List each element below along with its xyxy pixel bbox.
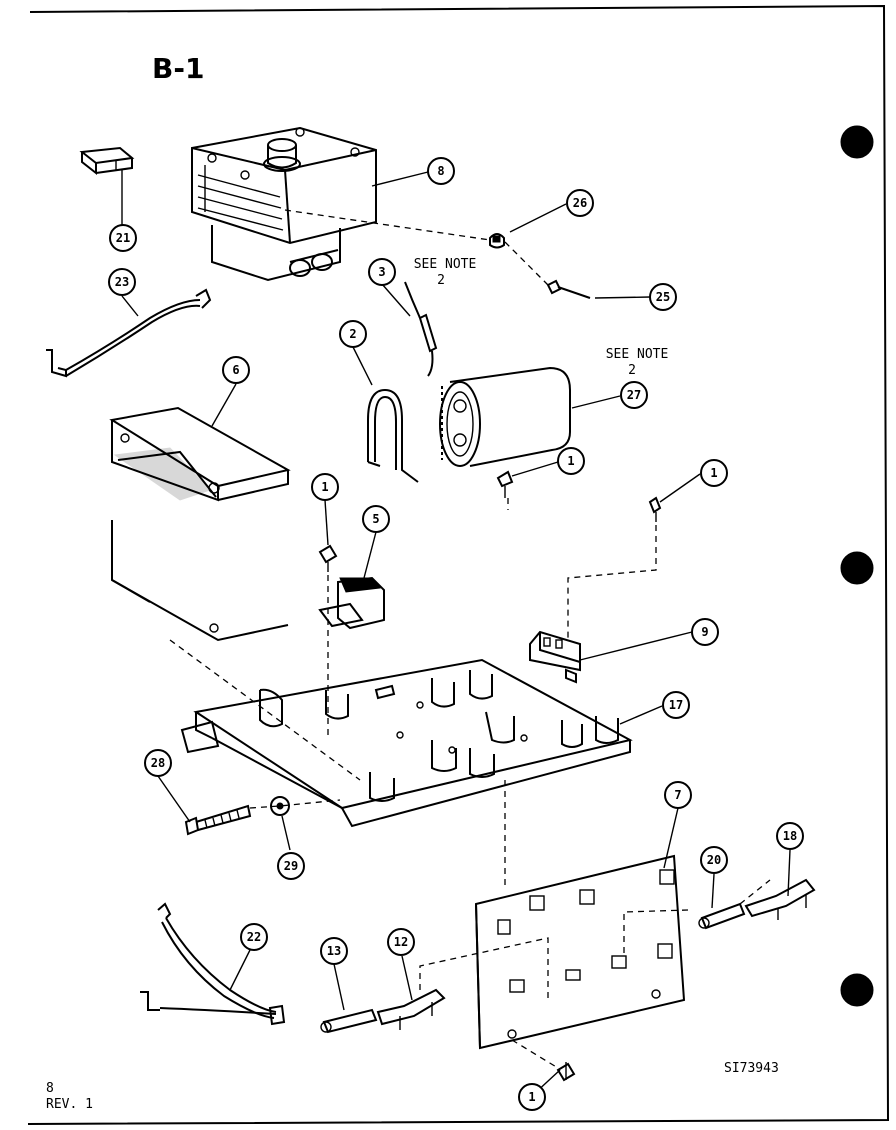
part-base-plate <box>180 658 633 828</box>
svg-text:2: 2 <box>349 327 356 341</box>
svg-text:26: 26 <box>573 196 587 210</box>
part-fuse-20 <box>698 902 746 930</box>
part-screw-1d <box>556 1062 576 1082</box>
callout-1: 1 <box>311 473 339 501</box>
callout-8: 8 <box>427 157 455 185</box>
callout-1: 1 <box>557 447 585 475</box>
svg-text:13: 13 <box>327 944 341 958</box>
part-screw-28 <box>184 804 252 836</box>
svg-text:9: 9 <box>701 625 708 639</box>
page-number: 8 <box>46 1081 54 1096</box>
callout-22: 22 <box>240 923 268 951</box>
page-edge <box>27 4 890 1125</box>
see-note-number: 2 <box>437 273 445 288</box>
part-cover-shield <box>109 406 291 642</box>
part-control-board <box>474 854 686 1050</box>
svg-text:6: 6 <box>232 363 239 377</box>
part-capacitor <box>439 366 571 467</box>
svg-text:18: 18 <box>783 829 797 843</box>
svg-text:1: 1 <box>567 454 574 468</box>
see-note-label: SEE NOTE <box>606 347 669 362</box>
part-harness-23 <box>46 288 212 378</box>
svg-text:17: 17 <box>669 698 683 712</box>
callout-21: 21 <box>109 224 137 252</box>
see-note-number: 2 <box>628 363 636 378</box>
part-fuse-holder-12 <box>376 988 446 1030</box>
svg-text:1: 1 <box>528 1090 535 1104</box>
svg-text:23: 23 <box>115 275 129 289</box>
svg-text:3: 3 <box>378 265 385 279</box>
callout-9: 9 <box>691 618 719 646</box>
svg-text:22: 22 <box>247 930 261 944</box>
part-clamp <box>367 388 419 483</box>
callout-27: 27 <box>620 381 648 409</box>
part-switch <box>529 630 581 684</box>
part-terminal-cover <box>79 146 135 176</box>
callout-1: 1 <box>700 459 728 487</box>
callout-23: 23 <box>108 268 136 296</box>
revision-label: REV. 1 <box>46 1097 93 1112</box>
callout-25: 25 <box>649 283 677 311</box>
part-screw-25 <box>546 279 591 299</box>
svg-text:21: 21 <box>116 231 130 245</box>
svg-text:29: 29 <box>284 859 298 873</box>
callout-20: 20 <box>700 846 728 874</box>
part-screw-1a <box>496 470 514 498</box>
callout-13: 13 <box>320 937 348 965</box>
punch-hole <box>840 551 874 585</box>
part-fuse-holder-18 <box>744 878 816 920</box>
svg-text:8: 8 <box>437 164 444 178</box>
leader-lines <box>121 171 791 1095</box>
callout-6: 6 <box>222 356 250 384</box>
part-fuse-13 <box>320 1008 378 1034</box>
svg-text:5: 5 <box>372 512 379 526</box>
part-magnetron <box>191 126 377 282</box>
callout-29: 29 <box>277 852 305 880</box>
callout-2: 2 <box>339 320 367 348</box>
svg-text:1: 1 <box>710 466 717 480</box>
svg-text:27: 27 <box>627 388 641 402</box>
part-diode <box>404 281 438 377</box>
callout-3: 3 <box>368 258 396 286</box>
svg-text:28: 28 <box>151 756 165 770</box>
part-screw-1b <box>318 544 338 572</box>
part-thermal-cutout <box>489 233 505 249</box>
part-fuse-holder <box>318 576 385 630</box>
svg-text:7: 7 <box>674 788 681 802</box>
callout-7: 7 <box>664 781 692 809</box>
part-screw-1c <box>648 496 662 522</box>
callout-5: 5 <box>362 505 390 533</box>
part-harness-22 <box>140 902 286 1026</box>
svg-text:25: 25 <box>656 290 670 304</box>
punch-hole <box>840 973 874 1007</box>
callout-26: 26 <box>566 189 594 217</box>
punch-hole <box>840 125 874 159</box>
svg-text:20: 20 <box>707 853 721 867</box>
callout-1: 1 <box>518 1083 546 1111</box>
callout-28: 28 <box>144 749 172 777</box>
callout-18: 18 <box>776 822 804 850</box>
see-note-label: SEE NOTE <box>414 257 477 272</box>
svg-text:1: 1 <box>321 480 328 494</box>
page-title: B-1 <box>152 52 204 85</box>
callout-17: 17 <box>662 691 690 719</box>
callout-12: 12 <box>387 928 415 956</box>
drawing-number: SI73943 <box>724 1061 779 1076</box>
svg-text:12: 12 <box>394 935 408 949</box>
